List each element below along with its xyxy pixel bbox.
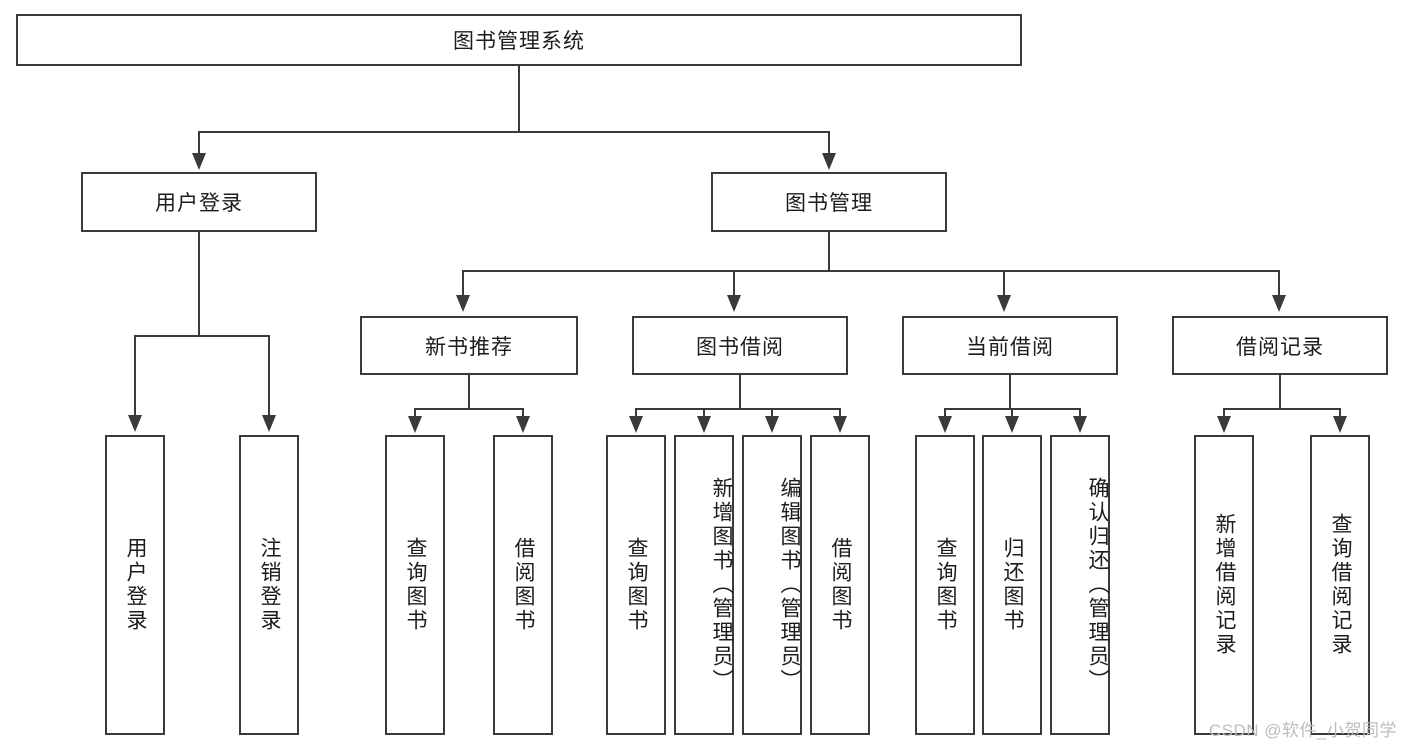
connector-current-borrow-drop-2	[1011, 408, 1013, 418]
connector-root-drop-right	[828, 131, 830, 155]
node-borrow-record[interactable]: 借阅记录	[1172, 316, 1388, 375]
node-label: 查询图书	[404, 537, 428, 633]
leaf-query-book-borrow[interactable]: 查询图书	[606, 435, 666, 735]
node-label: 用户登录	[155, 192, 243, 215]
connector-user-login-bus	[134, 335, 270, 337]
node-root-system[interactable]: 图书管理系统	[16, 14, 1022, 66]
leaf-add-borrow-record[interactable]: 新增借阅记录	[1194, 435, 1254, 735]
connector-book-manage-bus	[462, 270, 1280, 272]
arrow-to-new-book-recommend	[456, 295, 470, 312]
arrow-to-leaf-query-book-2	[629, 416, 643, 433]
leaf-return-book[interactable]: 归还图书	[982, 435, 1042, 735]
connector-book-borrow-drop-4	[839, 408, 841, 418]
node-label: 借阅图书	[512, 537, 536, 633]
leaf-borrow-book-recommend[interactable]: 借阅图书	[493, 435, 553, 735]
arrow-to-leaf-borrow-book-1	[516, 416, 530, 433]
connector-borrow-record-drop-1	[1223, 408, 1225, 418]
arrow-to-leaf-confirm-return	[1073, 416, 1087, 433]
leaf-borrow-book[interactable]: 借阅图书	[810, 435, 870, 735]
node-book-manage[interactable]: 图书管理	[711, 172, 947, 232]
connector-new-book-stem	[468, 375, 470, 409]
leaf-query-book-recommend[interactable]: 查询图书	[385, 435, 445, 735]
arrow-to-leaf-query-book-1	[408, 416, 422, 433]
node-book-borrow[interactable]: 图书借阅	[632, 316, 848, 375]
node-label: 借阅图书	[829, 537, 853, 633]
arrow-to-leaf-user-login	[128, 415, 142, 432]
arrow-to-current-borrow	[997, 295, 1011, 312]
node-label: 查询图书	[625, 537, 649, 633]
leaf-query-book-current[interactable]: 查询图书	[915, 435, 975, 735]
arrow-to-leaf-borrow-book-2	[833, 416, 847, 433]
connector-book-manage-stem	[828, 232, 830, 271]
connector-book-borrow-drop-1	[635, 408, 637, 418]
arrow-to-leaf-edit-book	[765, 416, 779, 433]
connector-user-login-drop-1	[134, 335, 136, 417]
arrow-to-user-login	[192, 153, 206, 170]
connector-current-borrow-drop-1	[944, 408, 946, 418]
leaf-add-book-admin[interactable]: 新增图书（管理员）	[674, 435, 734, 735]
node-label: 编辑图书（管理员）	[778, 477, 801, 693]
connector-borrow-record-drop-2	[1339, 408, 1341, 418]
connector-new-book-bus	[414, 408, 524, 410]
connector-user-login-drop-2	[268, 335, 270, 417]
node-label: 确认归还（管理员）	[1086, 477, 1109, 693]
leaf-edit-book-admin[interactable]: 编辑图书（管理员）	[742, 435, 802, 735]
arrow-to-leaf-add-book	[697, 416, 711, 433]
node-user-login[interactable]: 用户登录	[81, 172, 317, 232]
connector-book-manage-drop-4	[1278, 270, 1280, 297]
connector-borrow-record-bus	[1223, 408, 1341, 410]
arrow-to-leaf-add-record	[1217, 416, 1231, 433]
connector-book-borrow-bus	[635, 408, 840, 410]
node-current-borrow[interactable]: 当前借阅	[902, 316, 1118, 375]
arrow-to-leaf-query-record	[1333, 416, 1347, 433]
connector-book-manage-drop-1	[462, 270, 464, 297]
leaf-confirm-return-admin[interactable]: 确认归还（管理员）	[1050, 435, 1110, 735]
connector-user-login-stem	[198, 232, 200, 336]
connector-root-drop-left	[198, 131, 200, 155]
arrow-to-book-borrow	[727, 295, 741, 312]
connector-new-book-drop-2	[522, 408, 524, 418]
node-label: 新书推荐	[425, 335, 513, 359]
node-new-book-recommend[interactable]: 新书推荐	[360, 316, 578, 375]
connector-borrow-record-stem	[1279, 375, 1281, 409]
node-label: 当前借阅	[966, 335, 1054, 359]
connector-current-borrow-stem	[1009, 375, 1011, 409]
arrow-to-leaf-return-book	[1005, 416, 1019, 433]
node-label: 归还图书	[1001, 537, 1025, 633]
node-label: 新增借阅记录	[1213, 513, 1237, 657]
arrow-to-book-manage	[822, 153, 836, 170]
node-label: 新增图书（管理员）	[710, 477, 733, 693]
connector-new-book-drop-1	[414, 408, 416, 418]
arrow-to-leaf-logout	[262, 415, 276, 432]
connector-book-borrow-drop-3	[771, 408, 773, 418]
node-label: 注销登录	[258, 537, 282, 633]
node-label: 查询图书	[934, 537, 958, 633]
connector-book-borrow-stem	[739, 375, 741, 409]
node-label: 图书管理系统	[453, 30, 585, 53]
node-label: 用户登录	[124, 537, 148, 633]
connector-root-bus	[198, 131, 830, 133]
connector-book-manage-drop-3	[1003, 270, 1005, 297]
connector-book-borrow-drop-2	[703, 408, 705, 418]
arrow-to-leaf-query-book-3	[938, 416, 952, 433]
node-label: 查询借阅记录	[1329, 513, 1353, 657]
connector-current-borrow-drop-3	[1079, 408, 1081, 418]
connector-root-stem	[518, 66, 520, 132]
connector-book-manage-drop-2	[733, 270, 735, 297]
leaf-logout[interactable]: 注销登录	[239, 435, 299, 735]
leaf-query-borrow-record[interactable]: 查询借阅记录	[1310, 435, 1370, 735]
node-label: 借阅记录	[1236, 335, 1324, 359]
arrow-to-borrow-record	[1272, 295, 1286, 312]
node-label: 图书管理	[785, 192, 873, 215]
node-label: 图书借阅	[696, 335, 784, 359]
csdn-watermark: CSDN @软件_小贺同学	[1208, 721, 1397, 740]
leaf-user-login[interactable]: 用户登录	[105, 435, 165, 735]
